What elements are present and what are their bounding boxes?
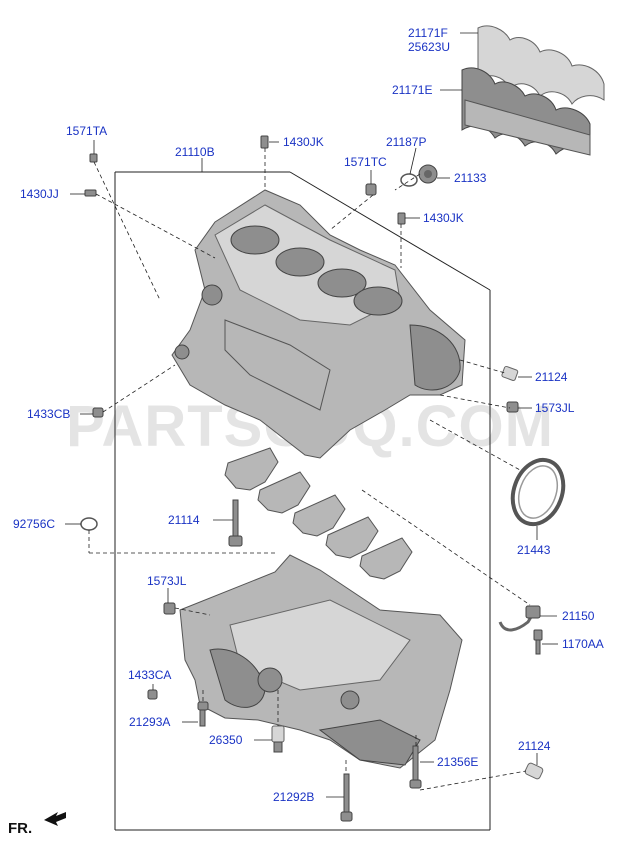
label-21124-bottom[interactable]: 21124 <box>518 739 551 753</box>
label-1430JK-mid[interactable]: 1430JK <box>423 211 464 225</box>
label-25623U[interactable]: 25623U <box>408 40 450 54</box>
front-arrow-icon <box>44 812 66 826</box>
label-21110B[interactable]: 21110B <box>175 145 215 159</box>
oil-seal-21443[interactable] <box>504 453 572 531</box>
bearing-cap-5[interactable] <box>359 537 413 580</box>
label-21171F[interactable]: 21171F <box>408 26 448 40</box>
oil-pressure-switch-26350[interactable] <box>271 725 285 753</box>
lower-crankcase[interactable] <box>179 554 463 769</box>
label-21150[interactable]: 21150 <box>562 609 595 623</box>
oring-92756C[interactable] <box>80 517 98 531</box>
label-1430JK-top[interactable]: 1430JK <box>283 135 324 149</box>
plug-1430JK-mid[interactable] <box>397 212 406 225</box>
label-21293A[interactable]: 21293A <box>129 715 170 729</box>
label-1571TA[interactable]: 1571TA <box>66 124 107 138</box>
plug-1433CB[interactable] <box>92 407 104 418</box>
plug-1573JL-right[interactable] <box>506 401 519 413</box>
label-26350[interactable]: 26350 <box>209 733 243 747</box>
plug-1430JJ[interactable] <box>84 189 97 197</box>
label-1573JL-right[interactable]: 1573JL <box>535 401 575 415</box>
bearing-cap-1[interactable] <box>224 447 279 491</box>
label-21292B[interactable]: 21292B <box>273 790 314 804</box>
cylinder-block[interactable] <box>171 189 466 459</box>
label-1573JL-left[interactable]: 1573JL <box>147 574 187 588</box>
bolt-1170AA[interactable] <box>533 629 543 655</box>
plug-1571TA[interactable] <box>89 153 98 163</box>
assembly-frame <box>114 171 491 831</box>
bolt-21292B[interactable] <box>340 773 353 822</box>
plug-21133[interactable] <box>418 164 438 184</box>
oil-jet-21150[interactable] <box>498 605 541 632</box>
alignment-dashes <box>88 148 531 791</box>
label-1571TC[interactable]: 1571TC <box>344 155 387 169</box>
front-direction-indicator: FR. <box>8 812 66 837</box>
bearing-cap-3[interactable] <box>292 494 346 537</box>
bolt-21114[interactable] <box>228 499 243 547</box>
direction-label: FR. <box>8 820 32 837</box>
bearing-cap-2[interactable] <box>257 471 311 514</box>
label-21133[interactable]: 21133 <box>454 171 487 185</box>
label-1170AA[interactable]: 1170AA <box>562 637 604 651</box>
dowel-21124-bottom[interactable] <box>524 762 544 780</box>
label-1430JJ[interactable]: 1430JJ <box>20 187 59 201</box>
label-21124-top[interactable]: 21124 <box>535 370 568 384</box>
dowel-21124-top[interactable] <box>501 365 519 381</box>
oring-21187P[interactable] <box>400 173 418 187</box>
leader-lines <box>65 32 558 798</box>
plug-1571TC[interactable] <box>365 183 377 196</box>
label-92756C[interactable]: 92756C <box>13 517 55 531</box>
bearing-cap-4[interactable] <box>325 516 379 559</box>
part-labels: 21171F 25623U 21171E 1571TA 21110B 1430J… <box>13 26 604 804</box>
plug-1573JL-left[interactable] <box>163 602 176 615</box>
plug-1430JK-top[interactable] <box>260 135 269 149</box>
block-insert-lower[interactable] <box>461 67 591 156</box>
label-21356E[interactable]: 21356E <box>437 755 478 769</box>
label-21443[interactable]: 21443 <box>517 543 551 557</box>
bolt-21356E[interactable] <box>409 745 422 789</box>
plug-1433CA[interactable] <box>147 689 158 700</box>
label-1433CB[interactable]: 1433CB <box>27 407 70 421</box>
bolt-21293A[interactable] <box>197 701 209 727</box>
label-21114[interactable]: 21114 <box>168 513 200 527</box>
label-1433CA[interactable]: 1433CA <box>128 668 171 682</box>
label-21187P[interactable]: 21187P <box>386 135 426 149</box>
label-21171E[interactable]: 21171E <box>392 83 432 97</box>
